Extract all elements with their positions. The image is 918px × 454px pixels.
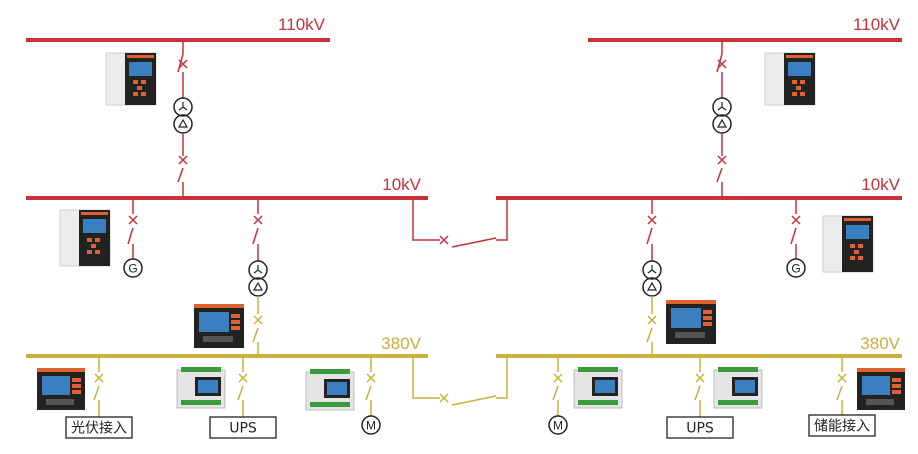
bus-label-380v-right: 380V (860, 334, 900, 353)
feeder-box-pv (65, 416, 133, 439)
bus-label-10kv-left: 10kV (382, 175, 421, 194)
breaker-x-mark (717, 155, 727, 165)
breaker-x-mark (791, 215, 801, 225)
feeder-motor-left: M (361, 356, 381, 435)
lv-transformer-branch-right (642, 198, 662, 356)
feeder-label-storage: 储能接入 (814, 418, 870, 435)
breaker-x-mark (238, 373, 248, 383)
breaker-x-mark (695, 373, 705, 383)
bus-bars (26, 38, 902, 358)
bus-labels: 110kV 110kV 10kV 10kV 380V 380V (278, 15, 901, 353)
breaker-x-mark (647, 215, 657, 225)
breaker-x-mark (717, 59, 727, 69)
feeder-motor-right: M (548, 356, 568, 435)
multifunction-meter-device (666, 300, 716, 344)
bus-label-110kv-left: 110kV (278, 15, 326, 34)
generator-icon (786, 258, 806, 278)
bus-tie-10kv (412, 198, 508, 248)
generator-symbol: G (791, 262, 800, 276)
feeder-ups-right: UPS (666, 356, 734, 439)
transformer-icon (642, 260, 662, 297)
transformer-icon (248, 260, 268, 297)
feeder-label-ups-right: UPS (686, 421, 714, 437)
din-rail-meter-device (305, 369, 355, 411)
breaker-x-mark (178, 59, 188, 69)
feeder-ups-left: UPS (209, 356, 277, 439)
feeder-label-ups-left: UPS (229, 421, 257, 437)
bus-label-380v-left: 380V (381, 334, 421, 353)
multifunction-meter-device (194, 304, 244, 348)
breaker-x-mark (439, 393, 449, 403)
lv-transformer-branch-left (248, 198, 268, 356)
feeder-pv: 光伏接入 (65, 356, 133, 439)
transformer-icon (173, 97, 193, 134)
breaker-x-mark (553, 373, 563, 383)
feeder-box-ups-left (209, 416, 277, 439)
bus-tie-380v (412, 356, 508, 406)
generator-branch-right: G (786, 198, 806, 278)
transformer-branch-right (712, 40, 732, 198)
transformer-icon (712, 97, 732, 134)
motor-symbol: M (553, 419, 563, 433)
protection-relay-device (822, 215, 874, 273)
breaker-x-mark (94, 373, 104, 383)
feeder-box-ups-right (666, 416, 734, 439)
motor-icon (361, 415, 381, 435)
multifunction-meter-device (37, 368, 85, 410)
breaker-x-mark (253, 315, 263, 325)
generator-branch-left: G (123, 198, 143, 278)
breaker-x-mark (647, 315, 657, 325)
din-rail-meter-device (713, 367, 763, 409)
breaker-x-mark (366, 373, 376, 383)
multifunction-meter-device (857, 368, 905, 410)
feeder-box-storage (808, 414, 876, 437)
generator-icon (123, 258, 143, 278)
breaker-x-mark (253, 215, 263, 225)
breaker-x-mark (439, 235, 449, 245)
protection-relay-device (105, 52, 157, 106)
din-rail-meter-device (176, 367, 226, 409)
feeder-storage: 储能接入 (808, 356, 876, 437)
breaker-x-mark (837, 373, 847, 383)
motor-symbol: M (366, 419, 376, 433)
din-rail-meter-device (573, 367, 623, 409)
breaker-x-mark (128, 215, 138, 225)
feeder-label-pv: 光伏接入 (71, 420, 127, 437)
generator-symbol: G (128, 262, 137, 276)
bus-label-10kv-right: 10kV (861, 175, 900, 194)
bus-label-110kv-right: 110kV (853, 15, 901, 34)
transformer-branch-left (173, 40, 193, 198)
motor-icon (548, 415, 568, 435)
breaker-x-mark (178, 155, 188, 165)
protection-relay-device (59, 209, 111, 267)
protection-relay-device (764, 52, 816, 106)
